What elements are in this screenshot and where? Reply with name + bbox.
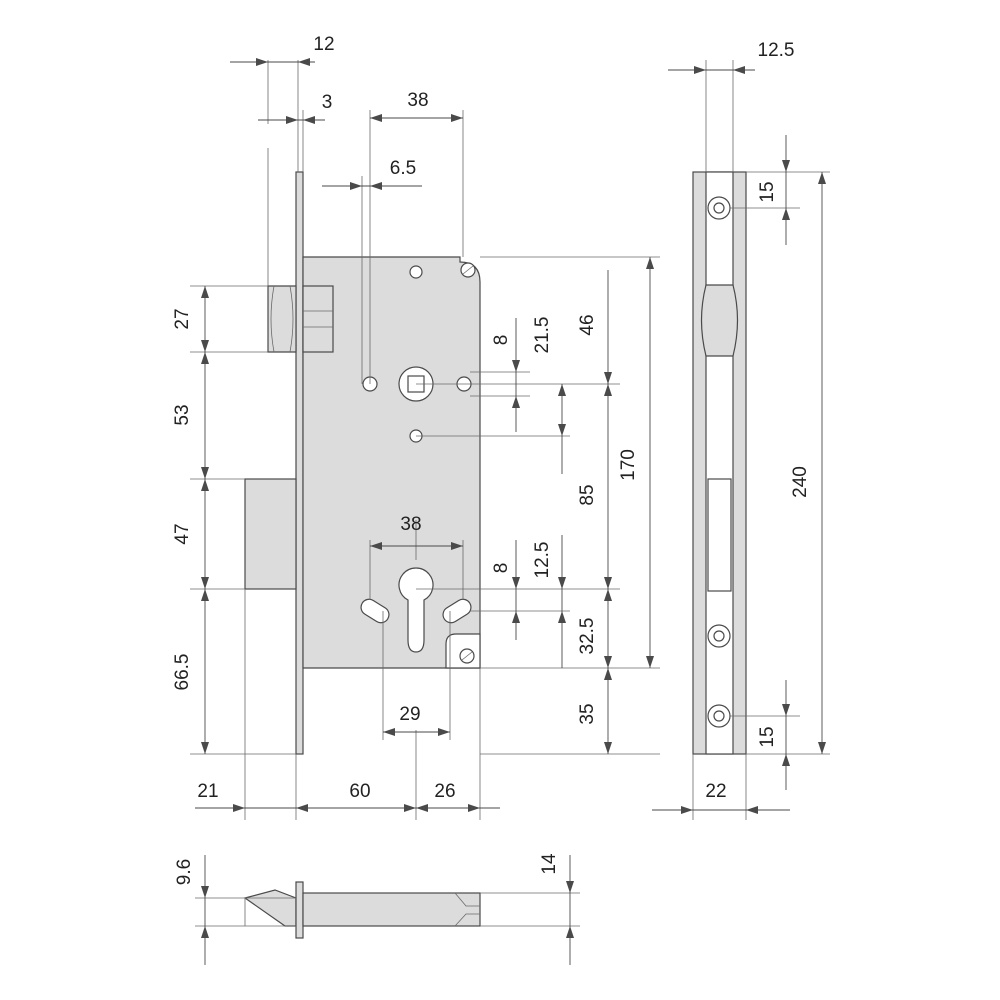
lock-bottom-view — [243, 881, 481, 939]
dim-plate-top-hole: 15 — [757, 181, 778, 202]
dim-upper-hole-offset: 21.5 — [532, 317, 553, 354]
faceplate — [295, 171, 304, 755]
top-screw-slot — [462, 265, 474, 275]
dim-gap-lower: 8 — [491, 563, 512, 574]
bottom-dimension-lines — [201, 855, 574, 965]
dimension-labels: 12 3 38 6.5 27 53 47 66.5 21 60 26 29 38… — [172, 34, 811, 885]
dim-latch-thickness: 9.6 — [174, 859, 195, 885]
plate-cylinder-hole-inner — [713, 630, 725, 642]
dim-bolt-height: 47 — [172, 523, 193, 544]
plate-bolt-opening — [707, 478, 732, 592]
dim-case-depth-front: 26 — [434, 781, 455, 802]
cylinder-left-slot — [360, 598, 390, 624]
dim-plate-width: 22 — [705, 781, 726, 802]
dim-upper-spacing: 38 — [400, 514, 421, 535]
bottom-view-latch — [243, 889, 297, 927]
dim-lower-spacing: 29 — [399, 704, 420, 725]
dim-backset: 60 — [349, 781, 370, 802]
dimension-lines — [195, 58, 654, 812]
bottom-view-case — [302, 892, 481, 927]
latch-tongue — [302, 285, 334, 353]
dim-plate-width-top: 12.5 — [758, 40, 795, 61]
dim-centre-distance: 85 — [577, 484, 598, 505]
bottom-screw-slot — [461, 651, 473, 661]
dim-cylinder-offset: 12.5 — [532, 542, 553, 579]
plate-latch-opening — [700, 284, 739, 357]
bottom-view-notch — [454, 892, 480, 927]
dim-faceplate-thickness: 3 — [322, 92, 333, 113]
dim-plate-bottom-hole: 15 — [757, 726, 778, 747]
forend-plate-side-view — [692, 171, 747, 755]
plate-extension-lines — [692, 60, 830, 820]
forend-inner — [705, 171, 734, 755]
lock-body-front-view — [244, 171, 481, 755]
dim-hole-offset: 6.5 — [390, 158, 416, 179]
dim-bolt-throw: 21 — [197, 781, 218, 802]
dim-top-to-spindle: 46 — [577, 314, 598, 335]
dead-bolt — [244, 478, 297, 590]
dim-bolt-width: 12 — [313, 34, 334, 55]
upper-fixing-hole — [409, 265, 423, 279]
dim-bottom-margin: 35 — [577, 703, 598, 724]
dim-plate-height: 240 — [790, 466, 811, 498]
latch-profile — [270, 285, 294, 353]
dim-latch-to-bolt: 53 — [172, 404, 193, 425]
dim-bolt-to-bottom: 66.5 — [172, 654, 193, 691]
dim-case-thickness: 14 — [539, 853, 560, 875]
bottom-extension-lines — [195, 892, 580, 927]
bottom-view-faceplate — [295, 881, 304, 939]
plate-dimension-lines — [652, 66, 826, 814]
latch-bolt — [267, 285, 297, 353]
plate-top-hole-inner — [713, 202, 725, 214]
dim-cylinder-to-bottom: 32.5 — [577, 618, 598, 655]
dim-spindle-to-side: 38 — [407, 90, 428, 111]
plate-bottom-hole-inner — [713, 710, 725, 722]
lock-case — [302, 256, 481, 669]
dim-latch-height: 27 — [172, 308, 193, 329]
dim-case-height: 170 — [618, 449, 639, 481]
dim-gap-upper: 8 — [491, 335, 512, 346]
